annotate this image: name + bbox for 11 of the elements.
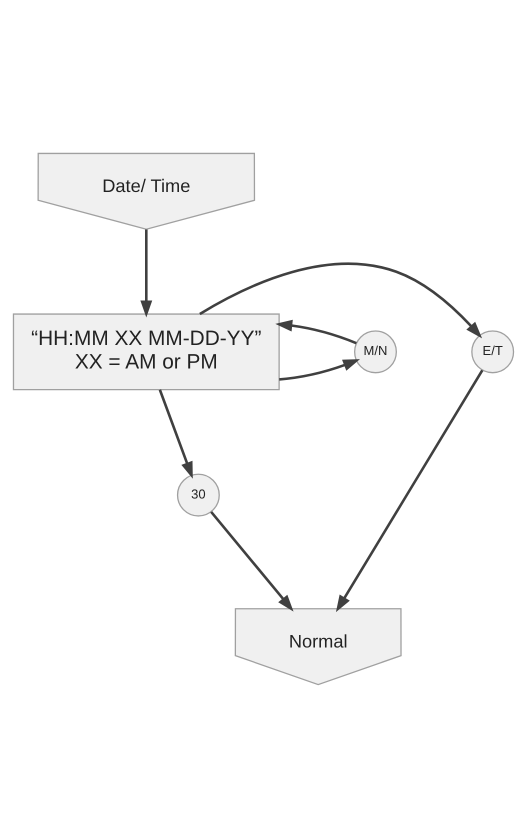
node-circle: 30 (176, 473, 220, 516)
arrow (199, 262, 482, 338)
arrow (275, 319, 357, 344)
arrow (336, 369, 484, 612)
node-circle: E/T (471, 330, 514, 373)
arrow (158, 388, 193, 478)
node-box: “HH:MM XX MM-DD-YY” XX = AM or PM (12, 312, 280, 390)
arrow (210, 510, 294, 612)
arrow (140, 229, 152, 318)
arrow (279, 358, 360, 380)
node-circle: M/N (354, 330, 397, 373)
